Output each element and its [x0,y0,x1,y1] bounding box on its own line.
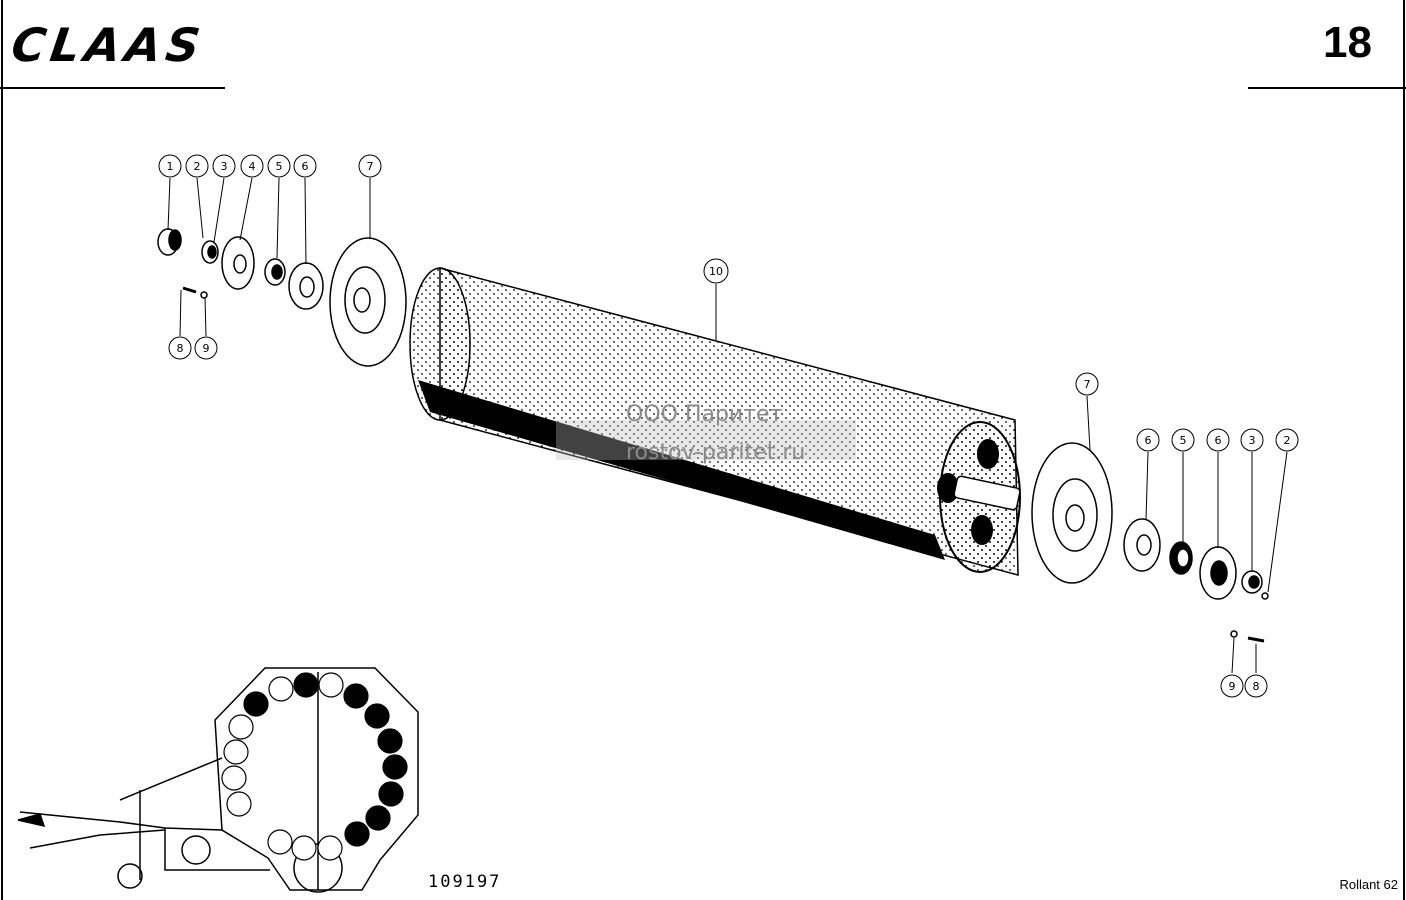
svg-text:1: 1 [167,160,174,173]
callout-5-right: 5 [1171,428,1195,452]
svg-text:9: 9 [1229,680,1236,693]
callout-8: 8 [168,336,192,360]
callout-2: 2 [185,154,209,178]
callout-7: 7 [358,154,382,178]
model-name: Rollant 62 [1339,877,1398,892]
svg-text:8: 8 [1253,680,1260,693]
callout-3: 3 [212,154,236,178]
svg-text:7: 7 [1084,378,1091,391]
page-number: 18 [1323,18,1372,67]
svg-text:3: 3 [221,160,228,173]
svg-text:3: 3 [1249,434,1256,447]
svg-text:8: 8 [177,342,184,355]
svg-text:5: 5 [1180,434,1187,447]
callout-4: 4 [240,154,264,178]
callout-1: 1 [158,154,182,178]
svg-text:2: 2 [1284,434,1291,447]
svg-text:5: 5 [276,160,283,173]
svg-text:6: 6 [1215,434,1222,447]
brand-logo: CLAAS [8,18,209,72]
callout-6-right-a: 6 [1136,428,1160,452]
callout-leaders [167,177,1288,674]
svg-text:6: 6 [1145,434,1152,447]
right-end-parts [1031,442,1269,643]
callout-9: 9 [194,336,218,360]
callout-2-right: 2 [1275,428,1299,452]
callout-5: 5 [267,154,291,178]
svg-text:4: 4 [249,160,256,173]
svg-text:2: 2 [194,160,201,173]
callout-3-right: 3 [1240,428,1264,452]
callout-8-right: 8 [1244,674,1268,698]
callout-7-right: 7 [1075,372,1099,396]
svg-text:7: 7 [367,160,374,173]
callout-9-right: 9 [1220,674,1244,698]
watermark-url: rostov-paritet.ru [626,440,806,465]
callout-6: 6 [293,154,317,178]
callout-10: 10 [703,258,729,284]
svg-text:9: 9 [203,342,210,355]
watermark-band [556,420,856,460]
baler-rollers [221,672,408,861]
callout-6-right-b: 6 [1206,428,1230,452]
watermark-company: ООО Паритет [626,402,783,427]
baler-schematic [17,667,419,893]
svg-text:6: 6 [302,160,309,173]
roller-tube [409,267,1021,576]
svg-text:10: 10 [709,265,723,278]
drawing-number: 109197 [428,872,502,892]
